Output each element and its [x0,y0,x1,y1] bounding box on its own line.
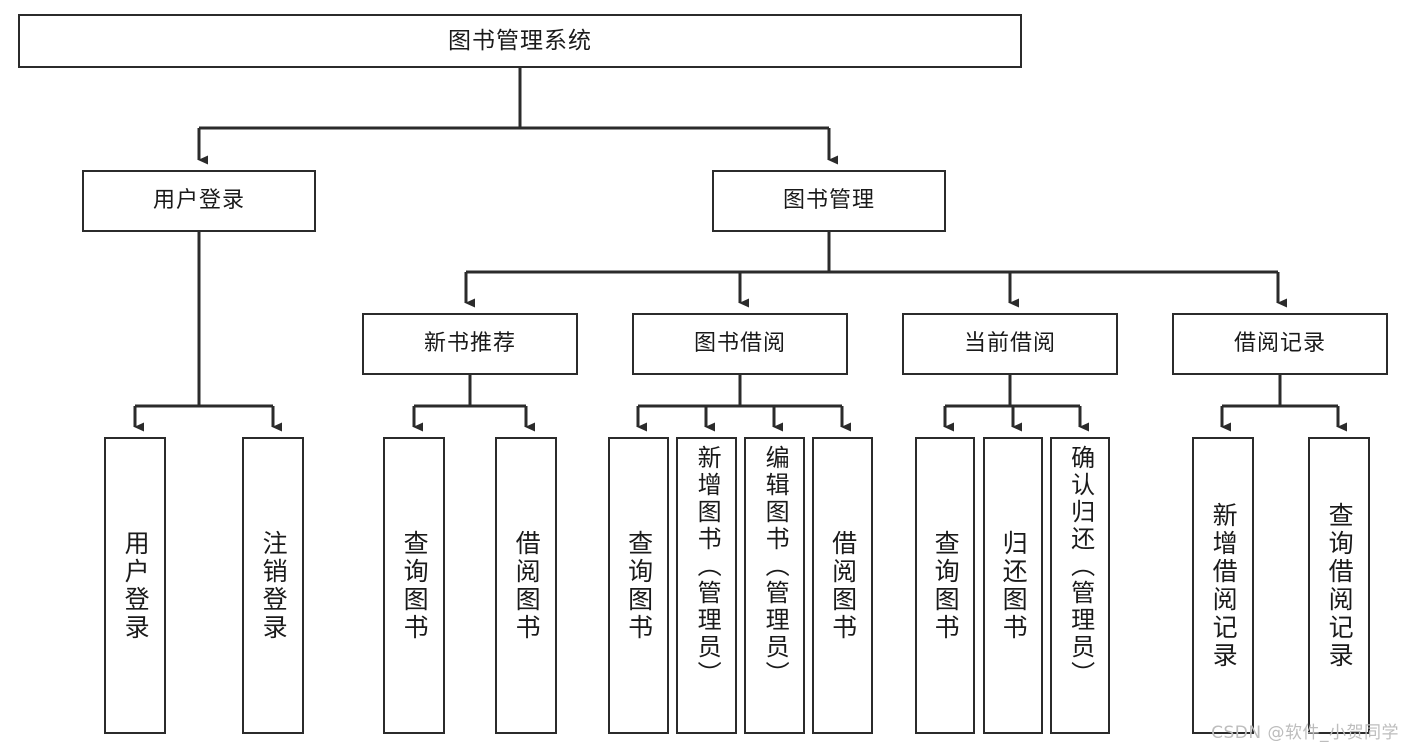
node-label: 查询借阅记录 [1325,501,1355,670]
node-label: 新书推荐 [423,331,516,357]
leaf-records-add-record[interactable]: 新增借阅记录 [1192,437,1254,734]
leaf-records-query-record[interactable]: 查询借阅记录 [1308,437,1370,734]
node-label: 编辑图书（管理员） [761,445,790,688]
node-label: 用户登录 [121,529,151,642]
leaf-borrow-edit-book-admin[interactable]: 编辑图书（管理员） [744,437,805,734]
node-label: 查询图书 [624,529,654,642]
node-label: 归还图书 [999,529,1029,642]
node-borrow-records[interactable]: 借阅记录 [1172,313,1388,375]
node-current-borrow[interactable]: 当前借阅 [902,313,1118,375]
node-label: 借阅图书 [512,529,542,642]
node-book-borrow[interactable]: 图书借阅 [632,313,848,375]
node-label: 图书借阅 [693,331,786,357]
node-label: 查询图书 [931,529,961,642]
leaf-recommend-query-book[interactable]: 查询图书 [383,437,445,734]
leaf-borrow-query-book[interactable]: 查询图书 [608,437,669,734]
node-label: 查询图书 [400,529,430,642]
leaf-user-login-signout[interactable]: 注销登录 [242,437,304,734]
leaf-recommend-borrow-book[interactable]: 借阅图书 [495,437,557,734]
node-user-login[interactable]: 用户登录 [82,170,316,232]
node-label: 图书管理系统 [448,27,592,54]
leaf-user-login-signin[interactable]: 用户登录 [104,437,166,734]
node-label: 借阅记录 [1233,331,1326,357]
node-label: 借阅图书 [828,529,858,642]
node-book-management[interactable]: 图书管理 [712,170,946,232]
node-label: 新增借阅记录 [1209,501,1239,670]
node-label: 图书管理 [782,188,875,214]
node-label: 当前借阅 [963,331,1056,357]
leaf-current-query-book[interactable]: 查询图书 [915,437,975,734]
node-label: 用户登录 [152,188,245,214]
node-new-book-recommend[interactable]: 新书推荐 [362,313,578,375]
leaf-current-confirm-return-admin[interactable]: 确认归还（管理员） [1050,437,1110,734]
node-label: 确认归还（管理员） [1066,445,1095,688]
leaf-borrow-add-book-admin[interactable]: 新增图书（管理员） [676,437,737,734]
node-root-system[interactable]: 图书管理系统 [18,14,1022,68]
leaf-borrow-borrow-book[interactable]: 借阅图书 [812,437,873,734]
node-label: 新增图书（管理员） [693,445,722,688]
node-label: 注销登录 [259,529,289,642]
csdn-watermark: CSDN @软件_小贺同学 [1211,723,1399,743]
leaf-current-return-book[interactable]: 归还图书 [983,437,1043,734]
